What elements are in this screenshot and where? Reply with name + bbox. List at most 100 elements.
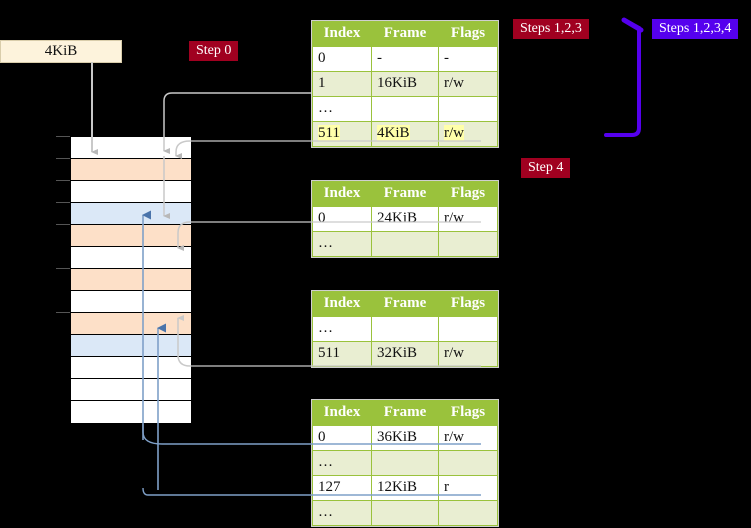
th-frame: Frame: [371, 291, 439, 317]
th-frame: Frame: [371, 21, 439, 47]
table-header-row: Index Frame Flags: [312, 21, 498, 47]
memory-tick: [56, 180, 70, 181]
memory-block-row: [71, 225, 191, 247]
size-box-4kib: 4KiB: [0, 40, 122, 63]
memory-block-row: [71, 181, 191, 203]
table-row: 0--: [312, 46, 498, 72]
th-index: Index: [312, 400, 372, 426]
th-index: Index: [312, 21, 372, 47]
badge-steps-1234-label: Steps 1,2,3,4: [659, 21, 732, 36]
badge-steps-123: Steps 1,2,3: [513, 19, 589, 39]
cell-frame: [371, 231, 439, 257]
memory-block-row: [71, 203, 191, 225]
badge-step0: Step 0: [189, 41, 239, 61]
table-header-row: Index Frame Flags: [312, 181, 498, 207]
cell-index: …: [312, 231, 372, 257]
table-row: …: [312, 450, 498, 476]
badge-steps-123-label: Steps 1,2,3: [520, 21, 582, 36]
cell-frame: 4KiB: [371, 121, 439, 147]
memory-block-row: [71, 335, 191, 357]
cell-frame: [371, 96, 439, 122]
cell-frame: 32KiB: [371, 341, 439, 367]
cell-index: …: [312, 316, 372, 342]
cell-index: 0: [312, 46, 372, 72]
badge-step0-label: Step 0: [196, 43, 232, 58]
memory-block-row: [71, 357, 191, 379]
cell-flags: [438, 231, 498, 257]
memory-tick: [56, 224, 70, 225]
cell-frame: 36KiB: [371, 425, 439, 451]
cell-index: 127: [312, 475, 372, 501]
cell-index: …: [312, 500, 372, 526]
th-index: Index: [312, 181, 372, 207]
badge-steps-1234: Steps 1,2,3,4: [652, 19, 739, 39]
cell-index: 1: [312, 71, 372, 97]
table-row: …: [312, 96, 498, 122]
cell-flags: r/w: [438, 71, 498, 97]
cell-flags: r/w: [438, 425, 498, 451]
memory-block-row: [71, 379, 191, 401]
cell-flags: [438, 500, 498, 526]
table-row: …: [312, 316, 498, 342]
cell-frame: 12KiB: [371, 475, 439, 501]
arrow-steps-1234: [604, 26, 641, 137]
cell-index: 0: [312, 425, 372, 451]
cell-flags: r/w: [438, 341, 498, 367]
th-flags: Flags: [438, 400, 498, 426]
cell-flags: -: [438, 46, 498, 72]
cell-frame: [371, 450, 439, 476]
badge-step4-label: Step 4: [528, 160, 564, 175]
badge-step4: Step 4: [521, 158, 571, 178]
table-header-row: Index Frame Flags: [312, 400, 498, 426]
memory-column: [70, 136, 191, 423]
memory-block-row: [71, 159, 191, 181]
memory-block-row: [71, 137, 191, 159]
th-frame: Frame: [371, 181, 439, 207]
cell-index: 511: [312, 121, 372, 147]
cell-flags: r/w: [438, 121, 498, 147]
memory-tick: [56, 136, 70, 137]
cell-index: …: [312, 450, 372, 476]
table-header-row: Index Frame Flags: [312, 291, 498, 317]
memory-block-row: [71, 401, 191, 423]
cell-flags: [438, 316, 498, 342]
memory-block-row: [71, 247, 191, 269]
th-flags: Flags: [438, 21, 498, 47]
cell-flags: [438, 96, 498, 122]
cell-frame: 24KiB: [371, 206, 439, 232]
memory-tick: [56, 202, 70, 203]
cell-index: …: [312, 96, 372, 122]
th-flags: Flags: [438, 181, 498, 207]
cell-frame: [371, 500, 439, 526]
size-box-label: 4KiB: [44, 43, 78, 59]
table-row: …: [312, 231, 498, 257]
th-index: Index: [312, 291, 372, 317]
th-frame: Frame: [371, 400, 439, 426]
cell-frame: [371, 316, 439, 342]
cell-flags: r: [438, 475, 498, 501]
memory-block-row: [71, 291, 191, 313]
cell-frame: -: [371, 46, 439, 72]
memory-block-row: [71, 269, 191, 291]
arrow-steps-1234-head: [626, 20, 641, 30]
cell-index: 0: [312, 206, 372, 232]
cell-frame: 16KiB: [371, 71, 439, 97]
memory-block-row: [71, 313, 191, 335]
arrow-steps-1234-head2: [621, 17, 644, 33]
table-row: …: [312, 500, 498, 526]
cell-flags: r/w: [438, 206, 498, 232]
memory-tick: [56, 312, 70, 313]
cell-flags: [438, 450, 498, 476]
memory-tick: [56, 268, 70, 269]
cell-index: 511: [312, 341, 372, 367]
